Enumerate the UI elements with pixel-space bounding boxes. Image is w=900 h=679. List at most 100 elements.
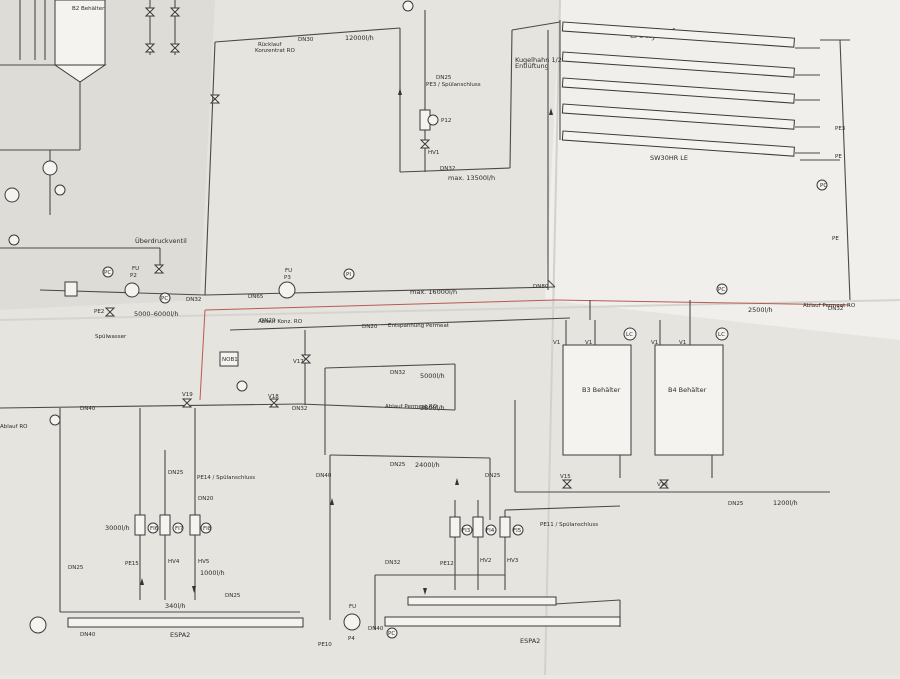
dn25c-label: DN25	[225, 593, 241, 599]
pe-right-label: PE	[832, 236, 839, 242]
dn20b-label: DN20	[362, 324, 378, 330]
valve-pe2	[104, 307, 116, 317]
p4-label: P4	[348, 636, 355, 642]
dn40-label: DN40	[316, 473, 332, 479]
valve-v16	[658, 479, 670, 489]
lc-b4-label: LC	[718, 332, 725, 338]
ablauf-konz-label: Ablauf Konz. RO	[258, 319, 303, 325]
arrow-down-1	[192, 586, 196, 593]
b3-b4-tanks-group: B3 Behälter B4 Behälter LC LC V1 V1 V1 V…	[514, 300, 830, 507]
fi5-label: FI5	[513, 528, 522, 534]
dn25f-label: DN25	[728, 501, 744, 507]
paper-fold-vertical	[544, 0, 561, 676]
valve-v19	[181, 398, 193, 408]
dn20-label: DN20	[260, 318, 276, 324]
dn32-right-label: DN32	[828, 306, 843, 312]
pe12-label: PE12	[440, 561, 454, 567]
dn25e-label: DN25	[485, 473, 501, 479]
pi-left-gauge-2	[8, 234, 20, 246]
dn80-label: DN80	[533, 284, 549, 290]
entlueftung-label: Entlüftung	[515, 62, 549, 70]
hv5-label: HV5	[198, 559, 210, 565]
pe3-label: PE3 / Spülanschluss	[426, 82, 481, 88]
ablauf-ro-left-label: Ablauf RO	[0, 424, 28, 430]
b3-tank-label: B3 Behälter	[582, 386, 621, 394]
pi-gauge	[343, 268, 355, 280]
max-13500-label: max. 13500l/h	[448, 174, 495, 182]
arrow-up-3	[140, 578, 144, 585]
v19-label: V19	[182, 392, 193, 398]
pe3-right-label: PE3	[835, 126, 846, 132]
pe2-label: PE2	[94, 309, 104, 315]
dn32-mid-label: DN32	[186, 297, 201, 303]
fi3-indicator	[461, 524, 473, 536]
hv1-label: HV1	[428, 150, 439, 156]
membrane-vessel-5	[561, 130, 795, 157]
b2-tank-cone	[53, 64, 107, 83]
paper-shade-left	[0, 0, 215, 310]
flow-meter-fi5	[499, 516, 511, 538]
v18-label: V18	[268, 394, 279, 400]
flow-3800-label: 3800l/h	[420, 404, 445, 412]
p12-label: P12	[441, 118, 451, 124]
dn40b-label: DN40	[80, 632, 96, 638]
pc1-label: PC	[104, 270, 111, 276]
lc-b3-label: LC	[626, 332, 633, 338]
membrane-vessel-1	[561, 21, 795, 48]
pc-gauge-3	[716, 283, 728, 295]
flow-meter-fi7	[159, 514, 171, 536]
valve-v17	[300, 354, 312, 364]
hv3-label: HV3	[507, 558, 519, 564]
flow-arrows	[140, 88, 553, 595]
flow-12000-label: 12000l/h	[345, 34, 374, 42]
pe15-label: PE15	[125, 561, 139, 567]
espa2-left-group: DN25 PE14 / Spülanschluss DN20 3000l/h F…	[29, 408, 304, 639]
pe11-label: PE11 / Spülanschluss	[540, 522, 598, 528]
espa2-right-label: ESPA2	[520, 637, 540, 645]
dn32b-label: DN32	[292, 406, 307, 412]
flow-1200-label: 1200l/h	[773, 499, 798, 507]
v15-label: V15	[560, 474, 571, 480]
dn40c-label: DN40	[368, 626, 384, 632]
valve-ruecklauf	[209, 94, 221, 104]
flow-2500-label: 2500l/h	[748, 306, 773, 314]
fi8-label: FI8	[203, 526, 212, 532]
v1-label: V1	[553, 340, 560, 346]
valve-v4	[144, 43, 156, 53]
membrane-vessels-group: Stufe 1 SW30HR LE PC PE PE3 PE	[547, 20, 851, 301]
flow-meter-fi3	[449, 516, 461, 538]
pc-gauge-1	[102, 266, 114, 278]
v16-label: V16	[657, 482, 668, 488]
pe14-label: PE14 / Spülanschluss	[197, 475, 255, 481]
flow-meter-fi8	[189, 514, 201, 536]
fi7-indicator	[172, 522, 184, 534]
ablauf-permeat-label: Ablauf Permeat RO	[385, 404, 438, 410]
kugelhahn-label: Kugelhahn 1/2"	[515, 56, 565, 64]
dn25b-label: DN25	[68, 565, 84, 571]
ueberdruckventil-label: Überdruckventil	[135, 236, 187, 245]
fi6-indicator	[147, 522, 159, 534]
v17-label: V17	[293, 359, 304, 365]
fi7-label: FI7	[175, 526, 184, 532]
fu4-label: FU	[349, 604, 356, 610]
pump-p2	[124, 282, 140, 298]
b4-tank-label: B4 Behälter	[668, 386, 707, 394]
permeat-lines-group: NOB1 Ablauf Konz. RO DN20 DN20 Entspannu…	[0, 317, 571, 620]
fu1-label: FU	[132, 266, 139, 272]
pe-right2-label: PE	[835, 154, 842, 160]
ruecklauf-konzentrat-loop: Rücklauf Konzentrat RO DN30 12000l/h DN2…	[204, 0, 565, 296]
flow-5000-label: 5000l/h	[420, 372, 445, 380]
pump-p4	[343, 613, 361, 631]
dn32-top-label: DN32	[440, 166, 455, 172]
pc3-label: PC	[718, 287, 725, 293]
b2-tank-group: B2 Behälter	[0, 0, 181, 265]
membrane-vessel-4	[561, 103, 795, 130]
pump-left-p1	[42, 160, 58, 176]
arrow-up-5	[330, 498, 334, 505]
fi6-label: FI6	[150, 526, 159, 532]
valve-hv1	[419, 139, 431, 149]
pc-gauge-2	[159, 292, 171, 304]
pi-label: PI	[346, 272, 351, 278]
